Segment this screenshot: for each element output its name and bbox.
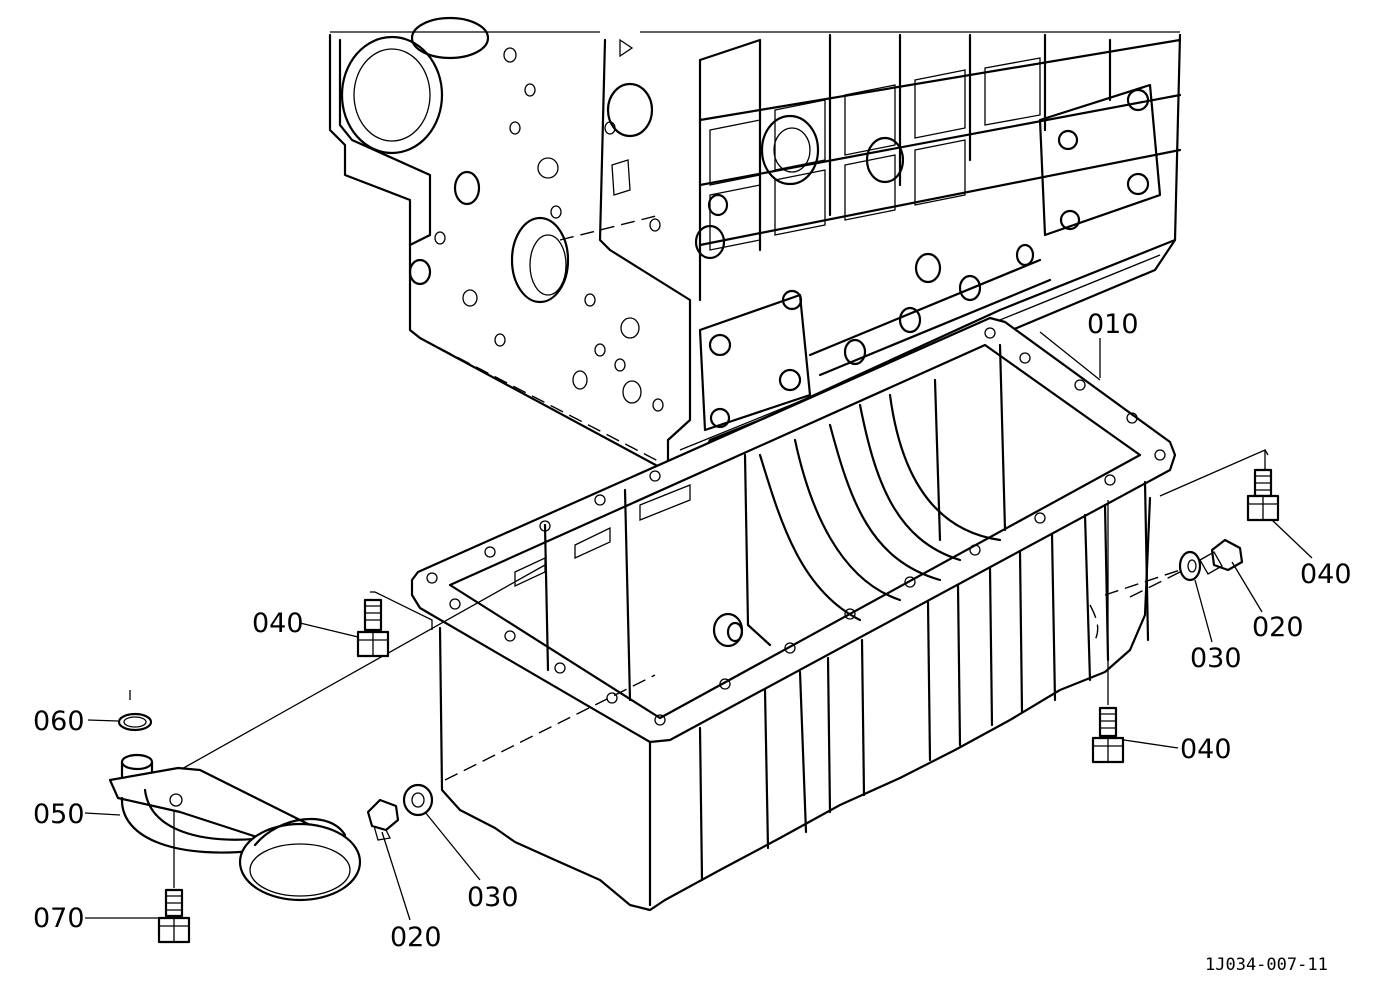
drain-plug-020-right: [1199, 538, 1244, 575]
bolt-040-left: [356, 598, 390, 658]
label-040-right-bottom: 040: [1180, 734, 1232, 765]
bolt-040-right-bottom: [1091, 706, 1125, 764]
drawing-code: 1J034-007-11: [1205, 955, 1328, 975]
label-010: 010: [1087, 309, 1139, 340]
engine-block: [328, 16, 1182, 472]
oil-pan: [410, 316, 1181, 912]
bolt-040-right-top: [1246, 468, 1280, 522]
drain-plug-020-left: [366, 798, 400, 841]
callout-leaders: [84, 338, 1313, 921]
o-ring-060: [117, 712, 153, 732]
label-030-left: 030: [467, 882, 519, 913]
label-030-right: 030: [1190, 643, 1242, 674]
flange-bolt-holes: [426, 327, 1166, 726]
label-020-left: 020: [390, 922, 442, 953]
label-050: 050: [33, 799, 85, 830]
label-040-right-top: 040: [1300, 559, 1352, 590]
label-060: 060: [33, 706, 85, 737]
assembly-lines: [129, 331, 1269, 771]
label-040-left: 040: [252, 608, 304, 639]
gasket-030-left: [402, 783, 434, 817]
gasket-030-right: [1178, 550, 1202, 582]
label-070: 070: [33, 903, 85, 934]
bolt-070: [157, 805, 191, 944]
oil-strainer-050: [108, 753, 362, 902]
label-020-right: 020: [1252, 612, 1304, 643]
